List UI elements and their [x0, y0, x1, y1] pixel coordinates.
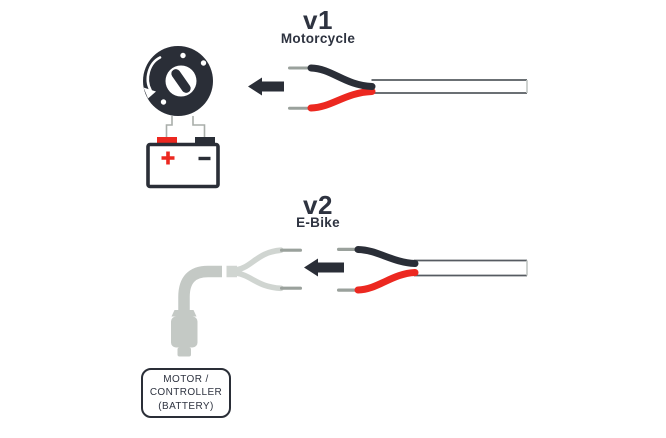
- battery-positive-terminal: [157, 137, 177, 146]
- v1-black-wire-pin: [288, 66, 312, 70]
- v1-red-wire-pin: [288, 106, 312, 110]
- ignition-switch-icon: [143, 46, 213, 116]
- switch-to-battery-lead-left: [165, 116, 173, 139]
- v2-gray-cable-elbow: [178, 265, 222, 313]
- switch-dot-right: [200, 60, 207, 66]
- arrow-left-icon-v1: [248, 77, 284, 96]
- cable-connector-plug-icon: [171, 310, 198, 357]
- motor-box-line-2: CONTROLLER: [149, 387, 223, 399]
- v2-splitter-arm-bottom: [233, 270, 284, 292]
- v1-section-title: v1: [303, 5, 333, 35]
- v2-cable: [414, 259, 528, 277]
- v1-red-wire: [307, 88, 376, 112]
- v2-section-title: v2: [303, 190, 333, 220]
- v2-red-wire-pin: [337, 288, 359, 292]
- battery-body: [146, 142, 220, 189]
- v2-splitter-pin-top: [280, 248, 302, 252]
- v1-cable-body: [371, 80, 527, 93]
- switch-dot-top: [180, 52, 186, 59]
- switch-dot-bottom-left: [160, 99, 167, 105]
- v1-cable: [371, 79, 528, 94]
- switch-to-battery-lead-right: [192, 116, 206, 139]
- v2-section-subtitle: E-Bike: [296, 215, 340, 230]
- battery-negative-terminal: [195, 137, 215, 146]
- v2-red-wire: [354, 269, 419, 294]
- v2-cable-body: [414, 260, 527, 276]
- switch-rotate-arrow-arc: [146, 56, 162, 92]
- plug-collar: [171, 310, 197, 317]
- v1-diagram: [143, 46, 528, 189]
- v1-section-subtitle: Motorcycle: [280, 31, 356, 46]
- switch-rotate-arrow-head: [143, 87, 156, 99]
- battery-icon: [146, 137, 220, 189]
- motor-controller-box: MOTOR / CONTROLLER (BATTERY): [141, 368, 231, 418]
- v1-black-wire: [307, 64, 376, 90]
- v2-splitter-arm-top: [233, 247, 284, 273]
- motor-box-line-3: (BATTERY): [158, 400, 214, 412]
- v2-black-wire-pin: [337, 247, 359, 251]
- plug-body: [171, 316, 198, 348]
- switch-key-slot: [171, 69, 191, 93]
- v2-black-wire: [354, 246, 419, 267]
- plug-tip: [177, 347, 191, 357]
- motor-box-line-1: MOTOR /: [163, 373, 209, 385]
- battery-plus-symbol: [161, 151, 175, 165]
- arrow-left-icon-v2: [304, 258, 344, 277]
- v2-splitter-pin-bottom: [280, 286, 302, 290]
- v2-diagram: [171, 246, 528, 357]
